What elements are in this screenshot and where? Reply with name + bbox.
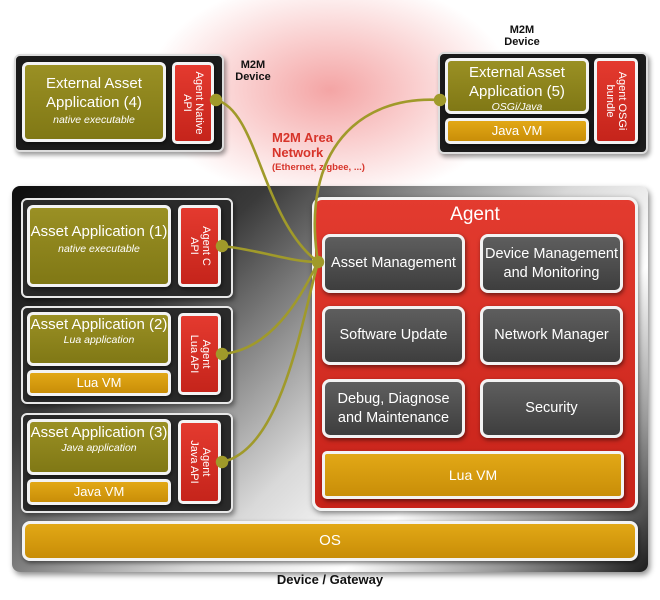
asset-app-2-title: Asset Application (2)	[30, 316, 168, 333]
external-asset-app-4-title: External Asset Application (4)	[46, 75, 142, 111]
asset-app-3-subtitle: Java application	[61, 442, 137, 454]
connector-lua-api	[215, 260, 320, 361]
security-module: Security	[480, 379, 623, 438]
connector-c-api	[215, 239, 320, 264]
asset-app-1-subtitle: native executable	[58, 243, 140, 255]
connector-osgi-bundle	[313, 93, 447, 264]
java-vm-asset-3: Java VM	[27, 479, 171, 505]
asset-app-3: Asset Application (3) Java application	[27, 419, 171, 475]
agent-lua-vm: Lua VM	[322, 451, 624, 499]
connector-native-api	[209, 93, 325, 269]
external-asset-app-5-title: External Asset Application (5)	[469, 64, 565, 100]
m2m-device-label-left: M2M Device	[235, 59, 271, 83]
network-manager-module: Network Manager	[480, 306, 623, 365]
device-gateway-label: Device / Gateway	[276, 572, 384, 587]
java-vm-external: Java VM	[445, 118, 589, 144]
agent-title: Agent	[450, 204, 500, 225]
asset-app-1: Asset Application (1) native executable	[27, 205, 171, 287]
external-asset-app-4: External Asset Application (4) native ex…	[22, 62, 166, 142]
external-asset-app-4-subtitle: native executable	[53, 114, 135, 126]
agent-osgi-bundle: Agent OSGi bundle	[594, 58, 638, 144]
asset-app-2-subtitle: Lua application	[63, 334, 135, 346]
asset-app-3-title: Asset Application (3)	[30, 424, 168, 441]
external-asset-app-5: External Asset Application (5) OSGi/Java	[445, 58, 589, 114]
software-update-module: Software Update	[322, 306, 465, 365]
asset-app-1-title: Asset Application (1)	[30, 223, 168, 240]
lua-vm-asset-2: Lua VM	[27, 370, 171, 396]
m2m-device-label-right: M2M Device	[504, 24, 540, 48]
debug-diagnose-module: Debug, Diagnose and Maintenance	[322, 379, 465, 438]
asset-management-module: Asset Management	[322, 234, 465, 293]
asset-app-2: Asset Application (2) Lua application	[27, 312, 171, 366]
device-management-module: Device Management and Monitoring	[480, 234, 623, 293]
os-layer: OS	[22, 521, 638, 561]
external-asset-app-5-subtitle: OSGi/Java	[491, 101, 543, 113]
connector-java-api	[215, 260, 320, 469]
